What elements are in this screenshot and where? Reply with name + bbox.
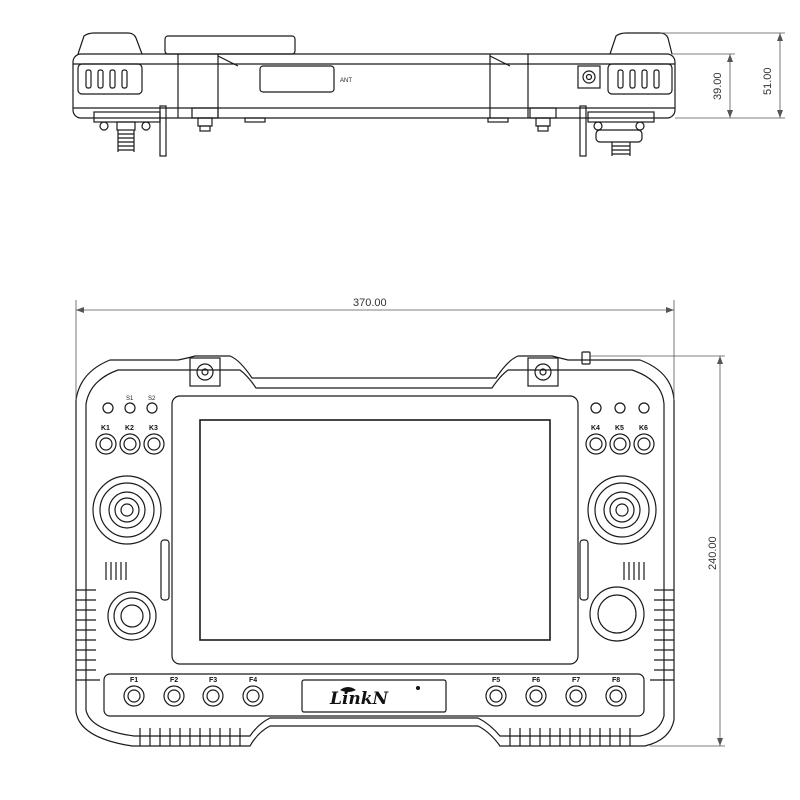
right-speaker-grille (623, 562, 645, 580)
k-buttons-right (585, 433, 655, 455)
k-label: K5 (615, 425, 624, 432)
top-connector (577, 65, 601, 89)
left-speaker-grille (105, 562, 127, 580)
left-small-button-1[interactable] (102, 402, 114, 414)
f-label: F1 (130, 677, 138, 684)
dimension-lines (75, 32, 785, 747)
screen-bezel (171, 395, 579, 665)
k-label: K3 (149, 425, 158, 432)
top-slot (259, 65, 335, 93)
f-label: F4 (249, 677, 257, 684)
top-left-vents (85, 69, 128, 89)
svg-text:ANT: ANT (340, 78, 352, 84)
f-labels: F1 F2 F3 F4 F5 F6 F7 F8 (130, 677, 620, 684)
right-small-button-3[interactable] (638, 402, 650, 414)
logo-plate (301, 679, 447, 713)
front-view (75, 351, 675, 747)
brand-logo: LinkN (329, 686, 420, 709)
logo-text: LinkN (329, 689, 390, 709)
dim-width: 370.00 (353, 297, 387, 309)
small-label: S1 (126, 396, 134, 402)
display-screen (199, 419, 551, 641)
right-knob[interactable] (589, 586, 645, 642)
left-small-button-3[interactable] (146, 402, 158, 414)
k-label: K2 (125, 425, 134, 432)
bottom-button-bar (103, 673, 645, 717)
f-label: F7 (572, 677, 580, 684)
f-label: F3 (209, 677, 217, 684)
small-label: S2 (148, 396, 156, 402)
f-label: F2 (170, 677, 178, 684)
left-knob[interactable] (107, 591, 157, 641)
top-view: ANT (72, 32, 676, 157)
f-label: F5 (492, 677, 500, 684)
top-right-vents (617, 69, 660, 89)
right-small-button-2[interactable] (614, 402, 626, 414)
dim-height-inner: 39.00 (712, 72, 724, 100)
f-buttons (123, 685, 627, 707)
k-buttons-left (95, 433, 165, 455)
k-label: K4 (591, 425, 600, 432)
left-side-ribs (76, 589, 100, 681)
top-bottom-connectors (93, 105, 655, 157)
k-label: K6 (639, 425, 648, 432)
right-side-ribs (650, 589, 674, 681)
k-label: K1 (101, 425, 110, 432)
dim-height-outer: 51.00 (762, 67, 774, 95)
f-label: F6 (532, 677, 540, 684)
left-joystick[interactable] (92, 475, 162, 545)
right-small-button-1[interactable] (590, 402, 602, 414)
left-small-button-2[interactable] (124, 402, 136, 414)
right-joystick[interactable] (587, 475, 657, 545)
k-labels: K1 K2 K3 K4 K5 K6 (101, 425, 648, 432)
f-label: F8 (612, 677, 620, 684)
bottom-ribs (139, 728, 631, 746)
dim-height-front: 240.00 (707, 536, 719, 570)
